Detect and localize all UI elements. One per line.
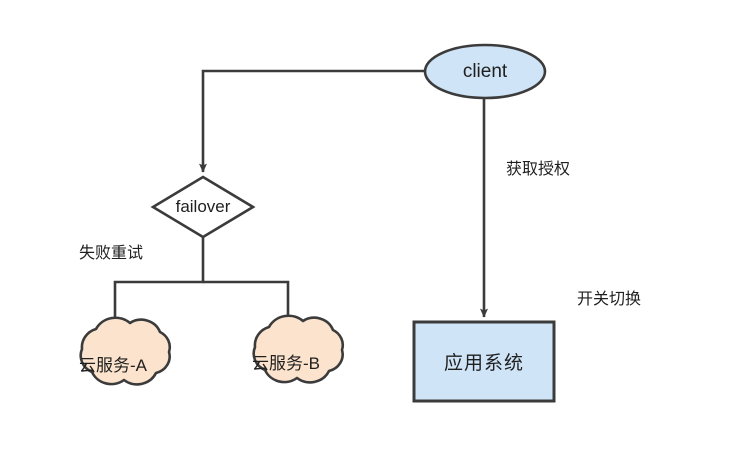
node-client[interactable] bbox=[423, 43, 547, 100]
node-cloud-a[interactable] bbox=[79, 316, 172, 386]
edge-failover-to-cloud-b bbox=[203, 280, 292, 326]
edge-client-to-failover bbox=[199, 69, 424, 173]
edge-failover-to-cloud-a bbox=[111, 237, 205, 326]
node-failover[interactable] bbox=[150, 175, 256, 239]
edge-label-switch: 开关切换 bbox=[577, 291, 642, 308]
edge-label-retry: 失败重试 bbox=[79, 245, 144, 262]
node-cloud-b[interactable] bbox=[252, 314, 345, 384]
edge-label-authorize: 获取授权 bbox=[506, 161, 571, 178]
node-app-system[interactable] bbox=[412, 320, 556, 403]
